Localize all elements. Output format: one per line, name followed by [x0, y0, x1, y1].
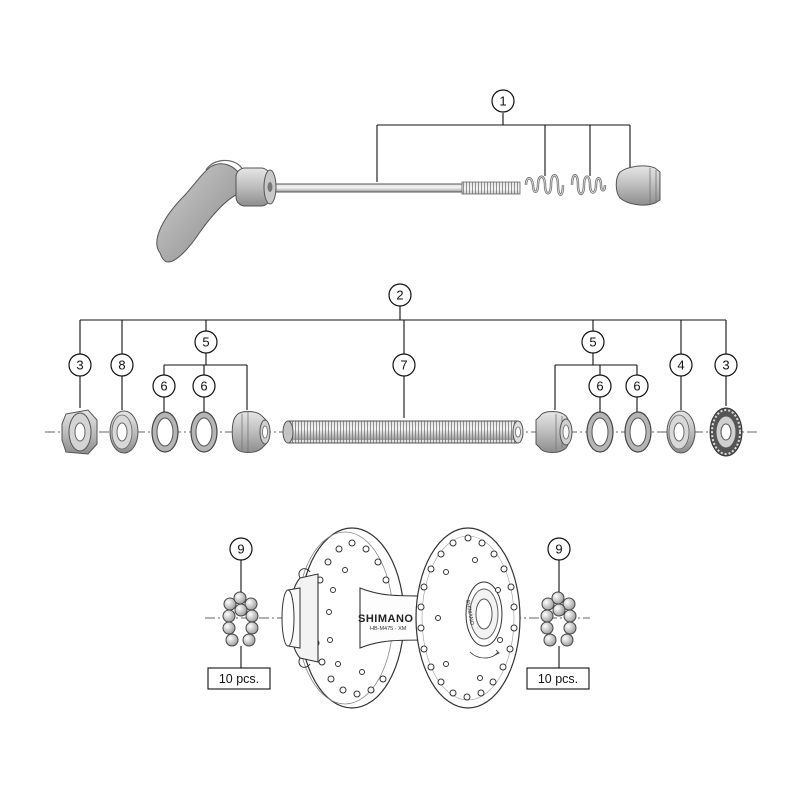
callout-label-5-left: 5 [202, 335, 209, 350]
spoke-holes-right [417, 534, 518, 701]
skewer-thread [461, 181, 521, 195]
flange-arrow-head [494, 649, 500, 656]
hub-axle-7 [282, 420, 524, 444]
quick-release-lever [156, 163, 239, 263]
callout-circle-2 [388, 283, 412, 307]
callout-circle-9-right [547, 537, 571, 561]
ball-bearings-right [540, 591, 577, 647]
callout-label-9-right: 9 [555, 542, 562, 557]
axle-assembly-group: 2 3 8 5 6 6 7 5 6 6 [45, 283, 760, 457]
hub-shell: SHIMANO HB-M475 · XM [358, 587, 431, 649]
quantity-label-right: 10 pcs. [538, 672, 578, 686]
spoke-holes-left [310, 539, 390, 698]
quantity-box-left [207, 667, 271, 690]
dust-seal-6b [190, 411, 218, 453]
callout-label-3-right: 3 [722, 358, 729, 373]
cam-bore [267, 182, 273, 192]
hub-brand-label: SHIMANO [358, 613, 413, 625]
lock-nut-left [61, 409, 98, 455]
callout-label-2: 2 [396, 288, 403, 303]
callout-circle-1 [491, 89, 515, 113]
callout-label-6-c: 6 [596, 379, 603, 394]
callout-label-1: 1 [499, 94, 506, 109]
flange-brand-label: SHIMANO [464, 599, 474, 626]
lock-nut-right [709, 407, 743, 457]
callout-circle-9-left [229, 537, 253, 561]
callout-label-6-a: 6 [160, 379, 167, 394]
dust-seal-6c [586, 411, 614, 453]
hub-body-group: SHIMANO HB-M475 · XM SHIMANO [205, 527, 590, 709]
callout-label-5-right: 5 [589, 335, 596, 350]
hub-model-label: HB-M475 · XM [370, 626, 407, 632]
washer-8 [109, 410, 139, 454]
callout-label-8: 8 [118, 358, 125, 373]
hub-flange-right: SHIMANO [415, 527, 521, 709]
flange-arrow [469, 651, 499, 659]
callout-label-6-d: 6 [633, 379, 640, 394]
washer-4 [666, 410, 696, 454]
nut-knurl [649, 168, 657, 204]
skewer-adjusting-nut [615, 165, 661, 206]
cone-5-right [535, 411, 573, 453]
dust-seal-6a [151, 411, 179, 453]
quick-release-group: 1 [156, 89, 661, 263]
conical-spring-right [570, 174, 607, 196]
cone-5-left [231, 411, 271, 453]
dust-seal-6d [624, 411, 652, 453]
skewer-rod [261, 183, 466, 193]
ball-bearings-left [222, 591, 259, 647]
conical-spring-left [524, 174, 565, 196]
quantity-label-left: 10 pcs. [219, 672, 259, 686]
callout-label-4: 4 [677, 358, 684, 373]
quantity-box-right [526, 667, 590, 690]
callout-label-6-b: 6 [200, 379, 207, 394]
callout-label-7: 7 [400, 358, 407, 373]
callout-label-9-left: 9 [237, 542, 244, 557]
rotor-mount [281, 568, 319, 668]
callout-label-3-left: 3 [76, 358, 83, 373]
